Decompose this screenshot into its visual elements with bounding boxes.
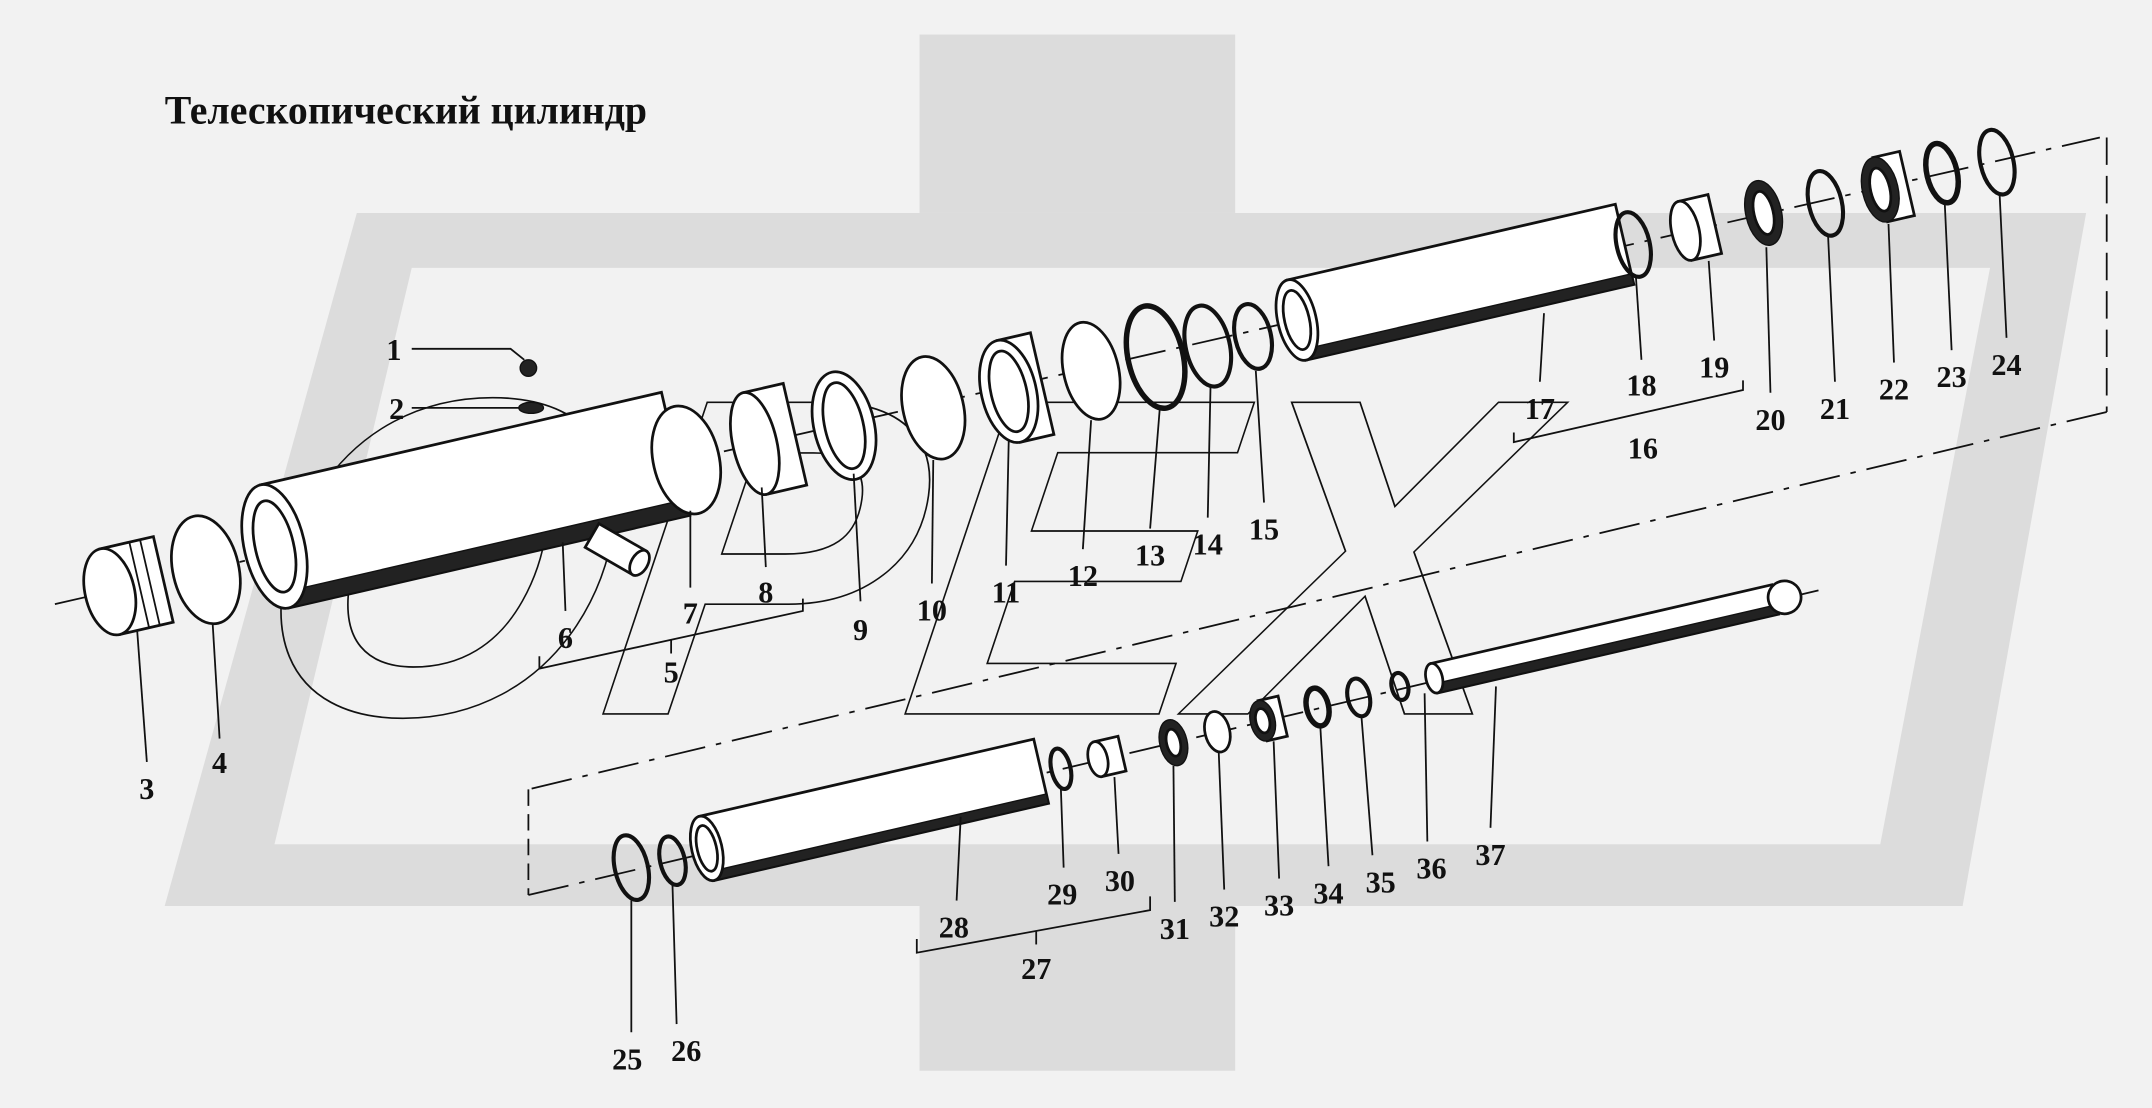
leader-lines bbox=[136, 195, 2008, 1033]
part-label-14: 14 bbox=[1193, 528, 1223, 562]
part-label-13: 13 bbox=[1135, 539, 1165, 573]
part-label-36: 36 bbox=[1416, 852, 1446, 886]
part-label-35: 35 bbox=[1366, 865, 1396, 899]
part-label-2: 2 bbox=[389, 392, 404, 426]
diagram-title: Телескопический цилиндр bbox=[165, 89, 647, 133]
part-port bbox=[583, 521, 651, 577]
part-tube bbox=[688, 737, 1051, 883]
part-label-19: 19 bbox=[1699, 351, 1729, 385]
part-label-8: 8 bbox=[758, 576, 773, 610]
part-seal bbox=[1249, 694, 1289, 743]
part-label-25: 25 bbox=[612, 1042, 642, 1076]
part-label-6: 6 bbox=[558, 621, 573, 655]
part-ring bbox=[1613, 210, 1653, 279]
part-label-22: 22 bbox=[1879, 373, 1909, 407]
part-ring bbox=[611, 833, 652, 902]
part-label-1: 1 bbox=[386, 333, 401, 367]
part-label-28: 28 bbox=[939, 911, 969, 945]
part-label-31: 31 bbox=[1160, 912, 1190, 946]
part-label-37: 37 bbox=[1475, 838, 1505, 872]
part-ring bbox=[1060, 320, 1122, 421]
part-seal bbox=[1158, 719, 1189, 767]
part-label-30: 30 bbox=[1105, 864, 1135, 898]
part-label-20: 20 bbox=[1755, 403, 1785, 437]
group-bracket-27 bbox=[915, 896, 1152, 954]
part-label-33: 33 bbox=[1264, 889, 1294, 923]
part-label-11: 11 bbox=[992, 576, 1021, 610]
part-ring bbox=[170, 514, 242, 626]
group-bracket-16 bbox=[1512, 380, 1744, 444]
part-label-27: 27 bbox=[1021, 952, 1051, 986]
part-ring bbox=[1345, 676, 1373, 719]
part-label-34: 34 bbox=[1313, 876, 1343, 910]
part-bushing bbox=[810, 370, 878, 481]
part-ring bbox=[1389, 670, 1411, 703]
part-label-16: 16 bbox=[1628, 432, 1658, 466]
part-washer bbox=[518, 401, 545, 415]
part-rod bbox=[1424, 579, 1803, 695]
part-ring bbox=[1805, 168, 1846, 238]
part-ring bbox=[1182, 303, 1234, 389]
part-label-32: 32 bbox=[1209, 900, 1239, 934]
part-bushing bbox=[1860, 149, 1917, 224]
part-ring bbox=[1203, 710, 1232, 754]
part-label-3: 3 bbox=[139, 772, 154, 806]
part-label-18: 18 bbox=[1626, 368, 1656, 402]
part-ring bbox=[1123, 303, 1188, 411]
part-cap bbox=[82, 534, 175, 637]
part-label-4: 4 bbox=[212, 746, 227, 780]
part-label-12: 12 bbox=[1068, 559, 1098, 593]
part-ring bbox=[650, 404, 722, 516]
part-label-15: 15 bbox=[1249, 513, 1279, 547]
part-ring bbox=[1303, 685, 1332, 729]
part-label-17: 17 bbox=[1525, 392, 1555, 426]
part-ring bbox=[1977, 127, 2017, 197]
part-ring bbox=[900, 355, 967, 461]
part-label-10: 10 bbox=[917, 594, 947, 628]
part-bushing bbox=[1086, 734, 1128, 779]
part-ring bbox=[1923, 140, 1961, 206]
part-label-5: 5 bbox=[664, 655, 679, 689]
part-tube bbox=[1274, 202, 1636, 362]
part-label-29: 29 bbox=[1047, 878, 1077, 912]
part-label-21: 21 bbox=[1820, 392, 1850, 426]
part-label-9: 9 bbox=[853, 613, 868, 647]
part-label-24: 24 bbox=[1991, 348, 2021, 382]
part-label-7: 7 bbox=[683, 596, 698, 630]
part-bushing bbox=[978, 331, 1056, 444]
part-ring bbox=[1232, 302, 1275, 371]
part-label-26: 26 bbox=[671, 1034, 701, 1068]
connector-line bbox=[528, 411, 2107, 791]
part-labels: 1 2 3 4 5 6 7 8 9 10 11 12 13 14 15 16 1… bbox=[139, 333, 2021, 1077]
part-label-23: 23 bbox=[1937, 360, 1967, 394]
part-ring bbox=[1048, 746, 1074, 792]
part-plug bbox=[519, 359, 538, 377]
part-bushing bbox=[729, 381, 809, 496]
part-main-tube bbox=[240, 390, 692, 610]
part-ring bbox=[657, 834, 688, 888]
part-bushing bbox=[1668, 192, 1724, 262]
part-seal bbox=[1744, 179, 1784, 246]
